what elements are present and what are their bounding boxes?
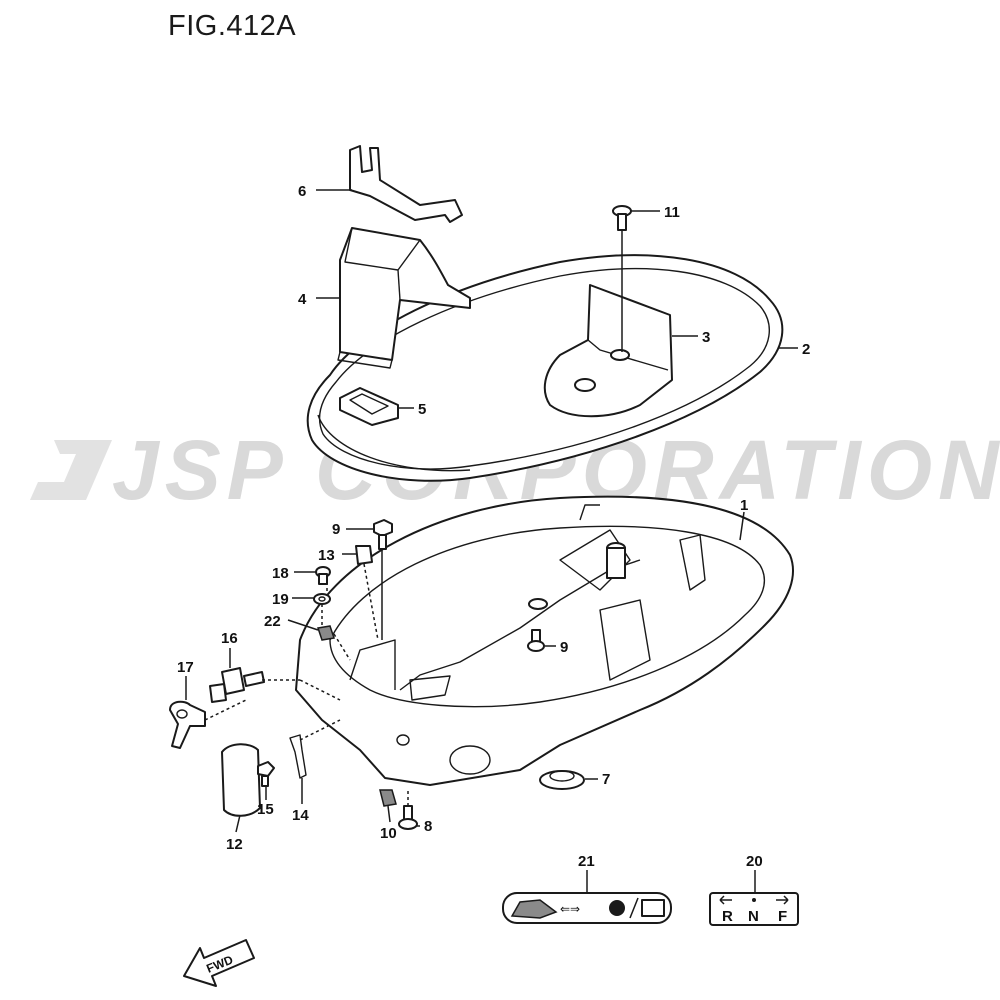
part-14-spring [289,734,307,779]
callout-15: 15 [257,801,274,818]
assembly-lines [204,563,409,806]
shift-label-f: F [778,908,787,925]
part-13-nut [355,545,373,565]
part-12-pad [221,743,261,817]
callout-2: 2 [802,341,810,358]
callout-19: 19 [272,591,289,608]
callout-16: 16 [221,630,238,647]
callout-10: 10 [380,825,397,842]
shift-label-r: R [722,908,733,925]
shift-label-n: N [748,908,759,925]
callout-17: 17 [177,659,194,676]
callout-6: 6 [298,183,306,200]
part-19-washer [313,593,331,605]
part-7-grommet [539,770,585,790]
part-21-label: ⇐⇒ [502,892,672,924]
part-8-bolt [398,805,418,830]
callout-5: 5 [418,401,426,418]
part-1-lower-cover [295,495,794,786]
part-4-duct [337,227,471,369]
part-16-fitting [209,667,265,703]
part-3-cover [543,284,673,418]
callout-20: 20 [746,853,763,870]
callout-8: 8 [424,818,432,835]
callout-9-lower: 9 [560,639,568,656]
part-20-shift-label: R N F [709,892,799,926]
callout-numbers: 6 4 5 3 2 11 1 9 13 18 19 22 9 16 17 8 1… [177,183,810,870]
svg-text:⇐⇒: ⇐⇒ [560,902,580,916]
callout-1: 1 [740,497,748,514]
part-15-screw [257,761,275,787]
figure-title: FIG.412A [168,10,297,42]
part-11-screw [612,205,632,231]
part-18-bolt [315,566,331,585]
callout-12: 12 [226,836,243,853]
leader-lines [185,189,798,893]
callout-14: 14 [292,807,309,824]
part-9-bolt-lower [527,629,545,652]
fwd-arrow: FWD [183,939,255,987]
callout-18: 18 [272,565,289,582]
callout-9-upper: 9 [332,521,340,538]
callout-4: 4 [298,291,307,308]
part-6-bracket [349,145,463,223]
callout-22: 22 [264,613,281,630]
callout-11: 11 [664,204,680,221]
part-10-clip [379,789,397,807]
callout-3: 3 [702,329,710,346]
part-22-clip [317,625,335,641]
callout-21: 21 [578,853,595,870]
callout-13: 13 [318,547,335,564]
part-17-latch [169,700,206,749]
callout-7: 7 [602,771,610,788]
part-5-grommet [339,387,399,426]
